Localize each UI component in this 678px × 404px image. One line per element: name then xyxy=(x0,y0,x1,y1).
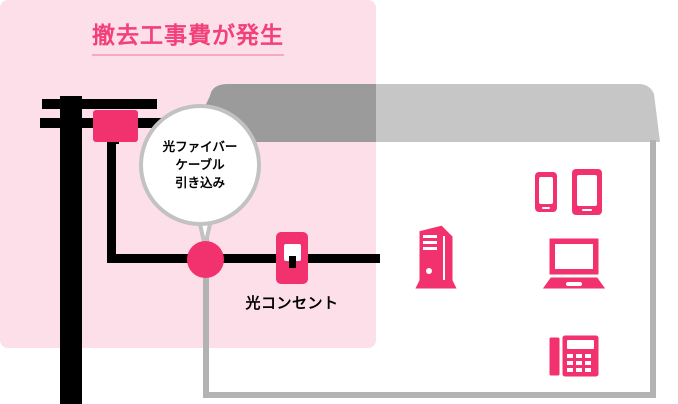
house-wall-right xyxy=(650,140,656,398)
pole-closure-box xyxy=(93,110,138,142)
callout-line-2: ケーブル xyxy=(175,157,225,172)
fiber-callout-balloon: 光ファイバー ケーブル 引き込み xyxy=(139,104,261,226)
fiber-entry-point xyxy=(187,241,224,278)
title-container: 撤去工事費が発生 xyxy=(0,22,376,56)
drop-cable-vertical xyxy=(107,140,116,258)
callout-text: 光ファイバー ケーブル 引き込み xyxy=(163,138,238,192)
utility-pole-shaft xyxy=(60,96,82,404)
desktop-pc-icon xyxy=(412,222,460,294)
drop-cable-horizontal xyxy=(107,254,207,263)
tablet-icon xyxy=(570,167,604,217)
optical-outlet-face xyxy=(284,244,301,261)
utility-pole-crossarm-top xyxy=(42,99,157,109)
indoor-cable-left xyxy=(205,254,285,263)
callout-line-1: 光ファイバー xyxy=(162,139,238,154)
laptop-icon xyxy=(538,235,610,293)
indoor-cable-right xyxy=(300,254,380,263)
optical-outlet xyxy=(276,232,308,284)
optical-outlet-label: 光コンセント xyxy=(245,295,339,312)
page-title: 撤去工事費が発生 xyxy=(92,22,284,56)
callout-line-3: 引き込み xyxy=(174,176,225,191)
callout-tail xyxy=(197,220,213,254)
smartphone-icon xyxy=(533,170,559,214)
optical-outlet-plug xyxy=(289,256,296,268)
desk-phone-icon xyxy=(546,332,602,380)
house-floor xyxy=(203,392,656,398)
house-roof xyxy=(188,84,660,142)
